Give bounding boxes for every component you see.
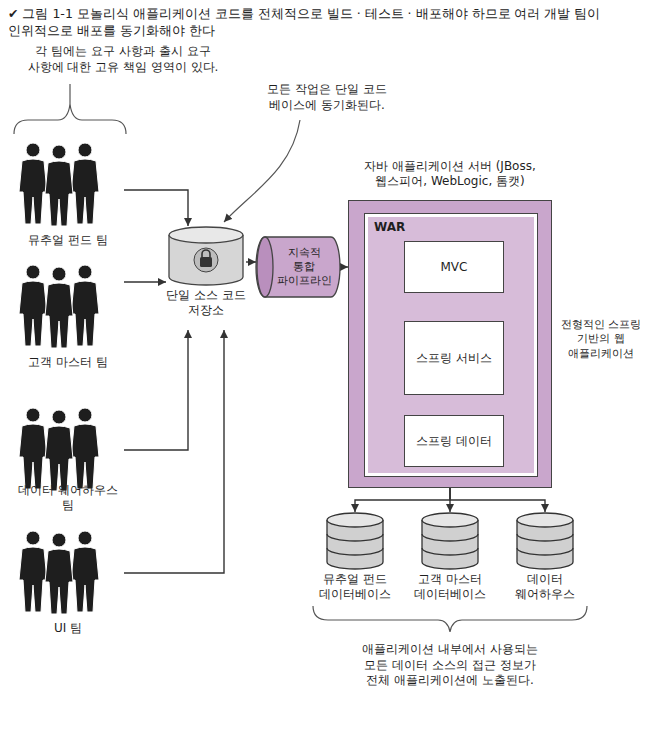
node-label: MVC (441, 260, 468, 275)
node-label: 스프링 서비스 (416, 351, 492, 366)
figure-caption: ✔ 그림 1-1 모놀리식 애플리케이션 코드를 전체적으로 빌드 · 테스트 … (8, 6, 638, 40)
database-bracket (313, 606, 587, 632)
pipeline-cylinder: 지속적 통합 파이프라인 (256, 236, 340, 298)
component-box: MVC (404, 241, 504, 293)
connector-arrow (124, 330, 224, 573)
team-group: 고객 마스터 팀 (12, 262, 124, 370)
leader-line (224, 120, 300, 222)
database-shape (408, 512, 492, 570)
database-cylinder: 고객 마스터 데이터베이스 (408, 512, 492, 608)
callout-note: 모든 작업은 단일 코드 베이스에 동기화된다. (252, 82, 402, 113)
node-label: 뮤추얼 펀드 팀 (12, 233, 124, 248)
connector-arrow (246, 261, 256, 262)
node-label: 뮤추얼 펀드 데이터베이스 (313, 572, 397, 602)
war-label: WAR (374, 220, 405, 235)
leader-line (69, 84, 70, 104)
connector-arrow (124, 190, 188, 226)
node-label: 스프링 데이터 (416, 434, 492, 449)
connector-arrow (124, 330, 188, 450)
database-cylinder: 데이터 웨어하우스 (503, 512, 587, 608)
component-box: 스프링 데이터 (404, 415, 504, 467)
node-label: 데이터 웨어하우스 (503, 572, 587, 602)
team-group: UI 팀 (12, 528, 124, 636)
side-note: 전형적인 스프링 기반의 웹 애플리케이션 (558, 318, 644, 361)
connector-arrow (355, 488, 450, 512)
war-box: WAR MVC 스프링 서비스스프링 데이터 (365, 214, 537, 476)
node-label: UI 팀 (12, 621, 124, 636)
cylinder-shape (166, 226, 246, 286)
node-label: 고객 마스터 데이터베이스 (408, 572, 492, 602)
database-cylinder: 뮤추얼 펀드 데이터베이스 (313, 512, 397, 608)
node-label: 지속적 통합 파이프라인 (276, 246, 332, 287)
callout-note: 애플리케이션 내부에서 사용되는 모든 데이터 소스의 접근 정보가 전체 애플… (355, 642, 545, 689)
repository-cylinder: 단일 소스 코드 저장소 (166, 226, 246, 330)
team-group: 뮤추얼 펀드 팀 (12, 140, 124, 248)
connector-arrow (340, 266, 348, 267)
connector-arrow (450, 488, 545, 512)
component-box: 스프링 서비스 (404, 321, 504, 395)
node-label: 단일 소스 코드 저장소 (166, 288, 246, 318)
team-bracket (14, 104, 126, 134)
database-shape (313, 512, 397, 570)
server-heading: 자바 애플리케이션 서버 (JBoss, 웹스피어, WebLogic, 톰캣) (337, 159, 563, 189)
team-group: 데이터 웨어하우스 팀 (12, 405, 124, 513)
connector-arrow (124, 281, 166, 282)
database-shape (503, 512, 587, 570)
node-label: 고객 마스터 팀 (12, 355, 124, 370)
callout-note: 각 팀에는 요구 사항과 출시 요구 사항에 대한 고유 책임 영역이 있다. (18, 44, 228, 75)
node-label: 데이터 웨어하우스 팀 (12, 483, 124, 513)
server-box: 자바 애플리케이션 서버 (JBoss, 웹스피어, WebLogic, 톰캣)… (348, 200, 552, 488)
team-figures (19, 143, 99, 614)
